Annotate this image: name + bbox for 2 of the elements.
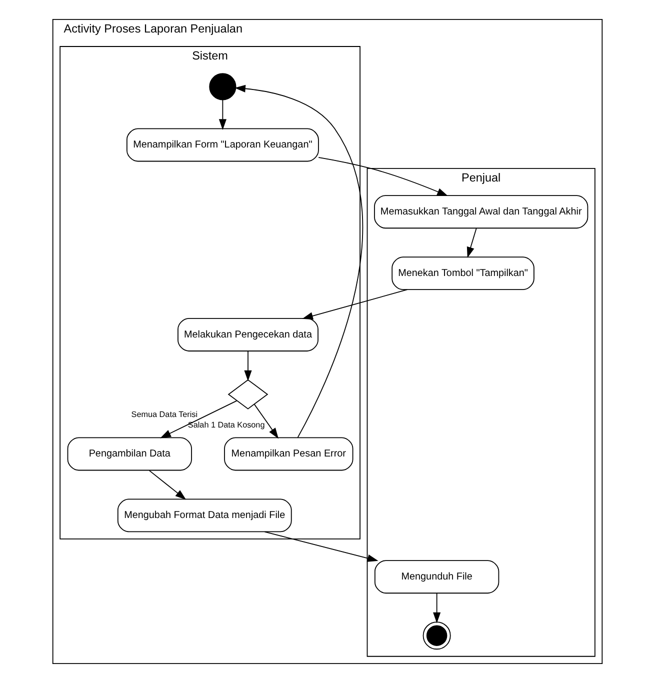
- edge-label: Salah 1 Data Kosong: [187, 420, 264, 430]
- edge-label: Semua Data Terisi: [130, 410, 198, 419]
